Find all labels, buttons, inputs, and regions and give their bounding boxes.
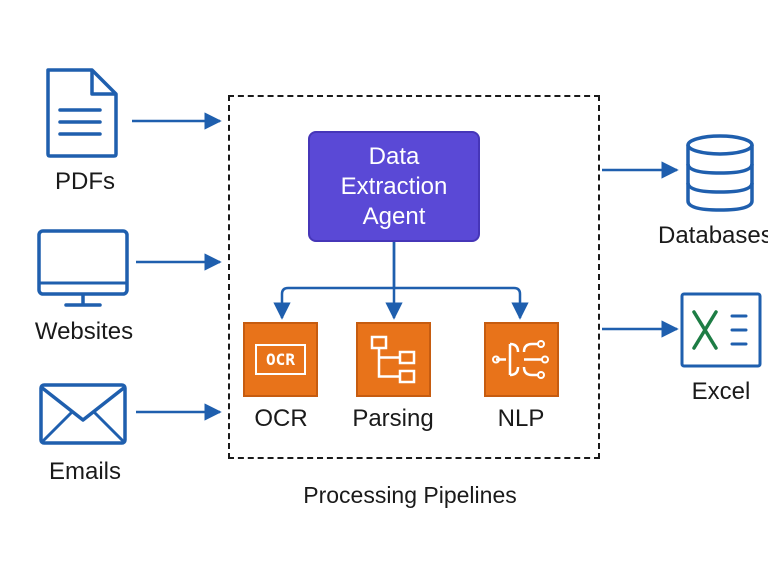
branch-to-nlp (394, 286, 529, 320)
output-label-databases: Databases (658, 222, 768, 249)
stage-label-nlp: NLP (497, 405, 545, 432)
source-label-emails: Emails (48, 458, 121, 485)
parsing-stage (356, 322, 431, 397)
excel-icon (680, 292, 762, 368)
monitor-icon (37, 229, 129, 307)
source-label-websites: Websites (34, 318, 134, 345)
stage-label-parsing: Parsing (352, 405, 434, 432)
nlp-stage (484, 322, 559, 397)
pipeline-label: Processing Pipelines (303, 482, 517, 508)
circuit-icon (492, 340, 549, 379)
output-label-excel: Excel (691, 378, 751, 405)
ocr-stage: OCR (243, 322, 318, 397)
flowchart-icon (370, 335, 416, 384)
agent-line-3: Agent (362, 202, 426, 230)
branch-to-ocr (273, 242, 396, 320)
envelope-icon (39, 383, 127, 445)
data-extraction-agent: Data Extraction Agent (308, 131, 480, 242)
agent-line-2: Extraction (340, 172, 448, 200)
stage-label-ocr: OCR (254, 405, 308, 432)
agent-line-1: Data (368, 142, 420, 170)
source-label-pdfs: PDFs (55, 168, 115, 195)
document-icon (46, 68, 118, 158)
pipeline-frame (228, 95, 600, 459)
ocr-icon: OCR (255, 344, 306, 375)
database-icon (686, 134, 754, 212)
